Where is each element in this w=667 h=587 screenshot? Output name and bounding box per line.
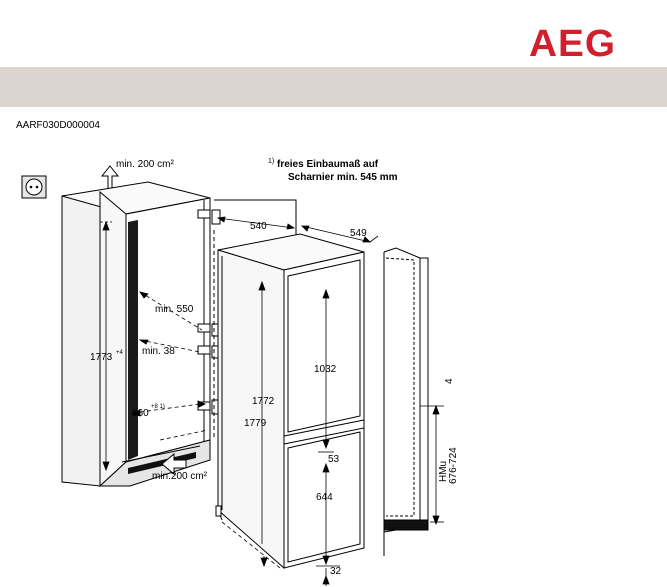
- dimension-1772: 1772: [252, 396, 275, 407]
- dimension-1032: 1032: [314, 364, 337, 375]
- dimension-549: 549: [350, 228, 367, 239]
- dimension-1779: 1779: [244, 418, 267, 429]
- note-line-2: Scharnier min. 545 mm: [288, 172, 398, 183]
- header-band: [0, 67, 667, 107]
- note-marker: 1): [268, 158, 274, 165]
- dimension-560: 560: [132, 408, 149, 419]
- aeg-logo: AEG: [529, 23, 617, 65]
- ventilation-top-label: min. 200 cm²: [116, 159, 174, 170]
- cabinet-niche: [61, 181, 211, 488]
- dimension-644: 644: [316, 492, 333, 503]
- dimension-niche-height: [100, 220, 112, 472]
- dimension-4: 4: [444, 378, 455, 384]
- appliance-body: [215, 233, 365, 570]
- dimension-1773: 1773: [90, 352, 113, 363]
- dimension-min-lines: [130, 291, 209, 441]
- dimension-540: 540: [250, 221, 267, 232]
- dimension-upper-door: [322, 288, 330, 450]
- dimension-appliance-height: [258, 280, 266, 544]
- ventilation-arrow-bottom-icon: [161, 452, 187, 476]
- ventilation-bottom-label: min.200 cm²: [152, 471, 208, 482]
- dimension-hmu-label: HMu: [438, 461, 449, 482]
- dimension-depth-549: [301, 225, 379, 243]
- document-code: AARF030D000004: [16, 120, 100, 131]
- open-door-outline: [213, 199, 297, 440]
- dimension-560-tolerance: +8 1): [151, 404, 165, 410]
- dimension-53: 53: [328, 454, 340, 465]
- dimension-total-height: [221, 521, 281, 569]
- dimension-1773-tolerance: +4: [116, 350, 124, 356]
- power-socket-icon: [21, 175, 47, 199]
- dimension-width-540: [216, 216, 296, 230]
- dimension-hmu-range: 676-724: [448, 447, 459, 484]
- dimension-min-550: min. 550: [155, 304, 194, 315]
- dimension-hmu: [430, 404, 444, 526]
- dimension-min-38: min. 38: [142, 346, 175, 357]
- side-profile: [383, 247, 429, 556]
- dimension-lower-door: [322, 462, 330, 566]
- dimension-32: 32: [330, 566, 342, 577]
- dimension-side-4: [420, 400, 444, 412]
- dimension-bottom: [316, 565, 340, 586]
- hinges: [197, 209, 221, 415]
- note-line-1: freies Einbaumaß auf: [277, 159, 379, 170]
